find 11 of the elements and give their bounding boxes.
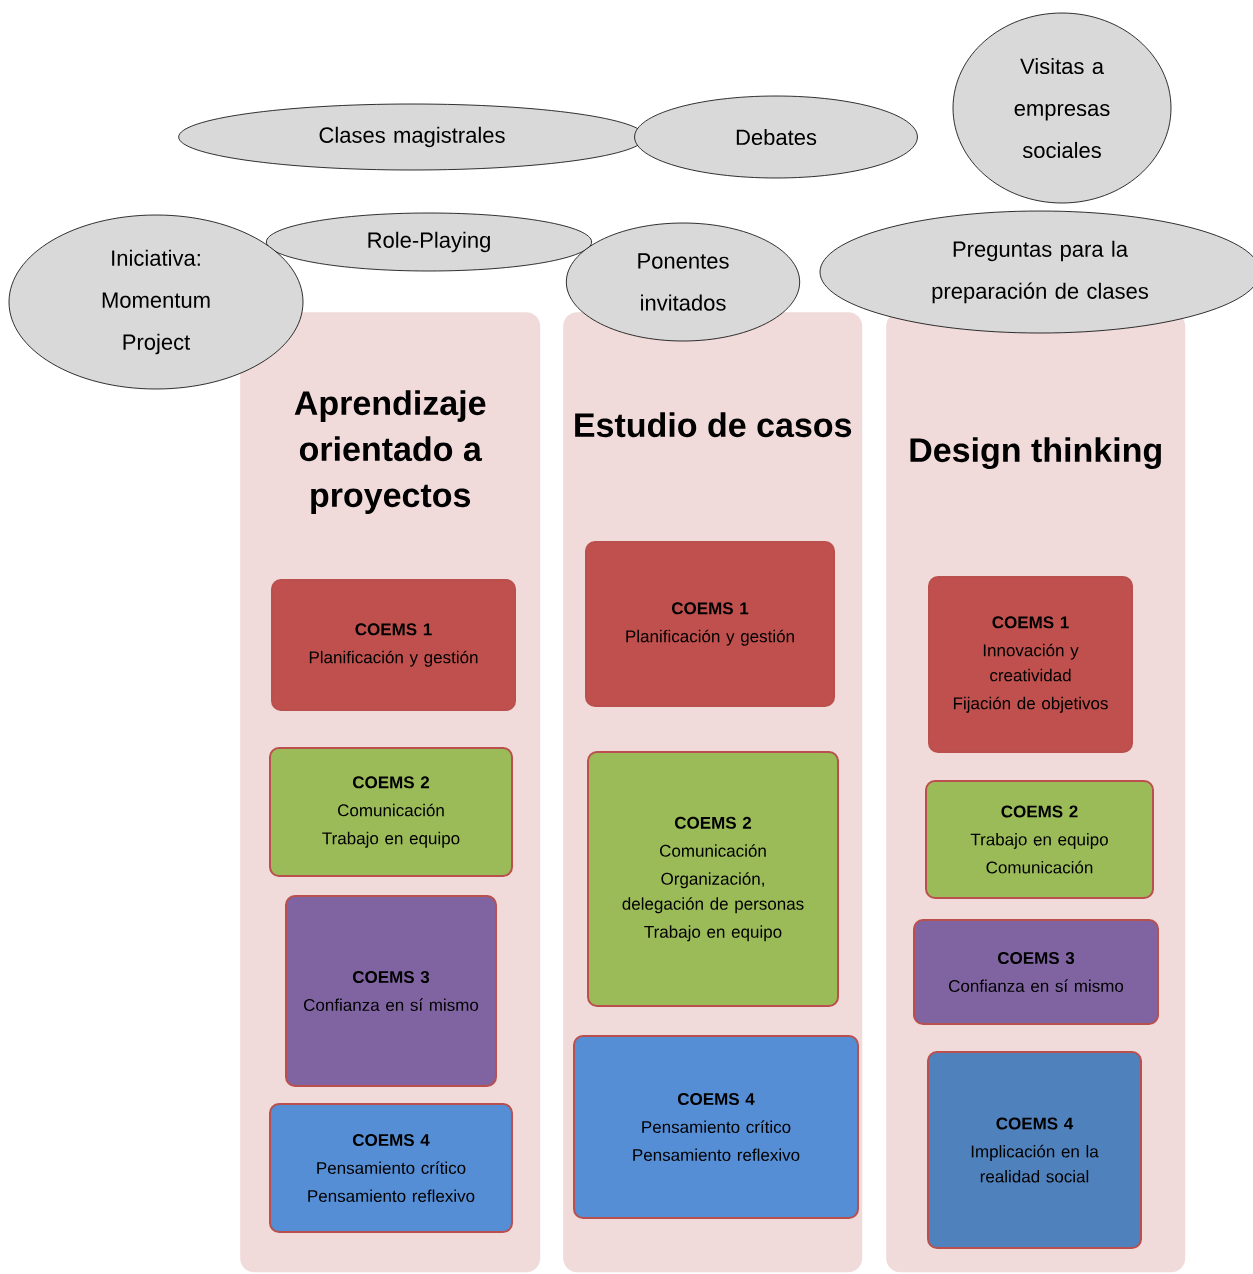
competence-box: COEMS 4 Pensamiento crítico Pensamiento reflexivo: [573, 1035, 859, 1219]
competence-box: COEMS 4 Implicación en la realidad social: [927, 1051, 1142, 1249]
competence-box: COEMS 3 Confianza en sí mismo: [285, 895, 497, 1087]
competence-box: COEMS 1 Planificación y gestión: [271, 579, 516, 711]
competence-box: COEMS 1 Planificación y gestión: [585, 541, 835, 707]
competence-box: COEMS 1 Innovación y creatividad Fijación de objetivos: [928, 576, 1133, 753]
competence-box: COEMS 4 Pensamiento crítico Pensamiento reflexivo: [269, 1103, 513, 1233]
competence-box: COEMS 2 Comunicación Trabajo en equipo: [269, 747, 513, 877]
competence-box: COEMS 3 Confianza en sí mismo: [913, 919, 1159, 1025]
competence-box: COEMS 2 Trabajo en equipo Comunicación: [925, 780, 1154, 899]
competence-box: COEMS 2 Comunicación Organización, delegación de personas Trabajo en equipo: [587, 751, 839, 1007]
